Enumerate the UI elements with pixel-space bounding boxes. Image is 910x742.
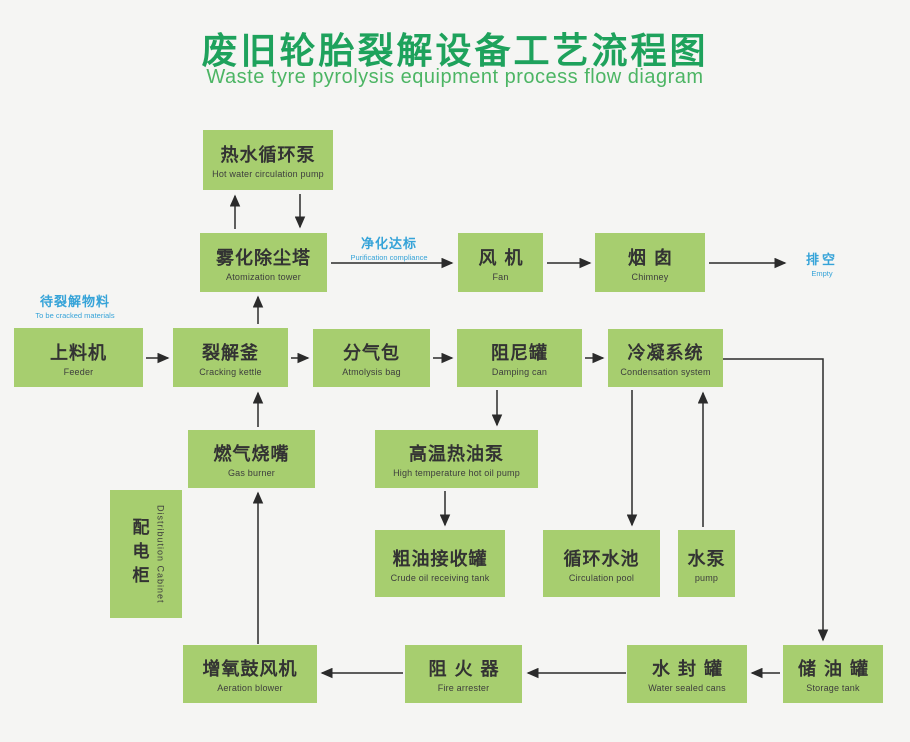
label-empty-vent-en: Empty — [811, 269, 833, 278]
node-atomization-tower: 雾化除尘塔 Atomization tower — [200, 233, 327, 292]
node-storage-tank-label-en: Storage tank — [806, 683, 860, 693]
node-condensation-system: 冷凝系统 Condensation system — [608, 329, 723, 387]
node-circulation-pool: 循环水池 Circulation pool — [543, 530, 660, 597]
node-water-sealed-cans-label-en: Water sealed cans — [648, 683, 726, 693]
node-fan: 风机 Fan — [458, 233, 543, 292]
label-purification-compliance-en: Purification compliance — [350, 253, 428, 262]
node-atmolysis-bag-label-en: Atmolysis bag — [342, 367, 401, 377]
node-distribution-cabinet-label-en: Distribution Cabinet — [155, 504, 166, 604]
node-fan-label-en: Fan — [492, 271, 509, 282]
node-damping-can-label-en: Damping can — [491, 367, 548, 377]
node-chimney-label-en: Chimney — [631, 271, 669, 282]
node-water-sealed-cans-label-zh: 水封罐 — [652, 659, 730, 679]
label-to-be-cracked-materials: 待裂解物料 To be cracked materials — [24, 291, 126, 320]
node-chimney-label-zh: 烟囱 — [628, 247, 680, 268]
node-pump-label-en: pump — [694, 572, 719, 583]
node-atomization-tower-label-zh: 雾化除尘塔 — [216, 247, 311, 268]
node-feeder-label-zh: 上料机 — [50, 342, 107, 363]
label-purification-compliance: 净化达标 Purification compliance — [333, 233, 445, 262]
node-storage-tank-label-zh: 储油罐 — [798, 659, 876, 679]
node-condensation-system-label-en: Condensation system — [620, 367, 711, 377]
node-distribution-cabinet-label-zh: 配电柜 — [129, 518, 149, 590]
node-aeration-blower: 增氧鼓风机 Aeration blower — [183, 645, 317, 703]
label-empty-vent-zh: 排空 — [805, 252, 838, 267]
node-distribution-cabinet: 配电柜 Distribution Cabinet — [110, 490, 182, 618]
node-condensation-system-label-zh: 冷凝系统 — [627, 343, 704, 363]
node-pump: 水泵 pump — [678, 530, 735, 597]
node-atmolysis-bag: 分气包 Atmolysis bag — [313, 329, 430, 387]
node-gas-burner: 燃气烧嘴 Gas burner — [188, 430, 315, 488]
node-hot-water-pump-label-zh: 热水循环泵 — [220, 145, 316, 165]
node-atmolysis-bag-label-zh: 分气包 — [343, 343, 400, 363]
node-fire-arrester-label-en: Fire arrester — [437, 683, 490, 693]
node-circulation-pool-label-zh: 循环水池 — [563, 548, 640, 569]
label-empty-vent: 排空 Empty — [790, 249, 854, 278]
label-to-be-cracked-materials-en: To be cracked materials — [35, 311, 115, 320]
node-damping-can-label-zh: 阻尼罐 — [491, 343, 548, 363]
page-subtitle: Waste tyre pyrolysis equipment process f… — [206, 66, 704, 88]
node-high-temp-oil-pump: 高温热油泵 High temperature hot oil pump — [375, 430, 538, 488]
node-feeder-label-en: Feeder — [63, 366, 94, 377]
node-gas-burner-label-zh: 燃气烧嘴 — [213, 444, 290, 464]
node-chimney: 烟囱 Chimney — [595, 233, 705, 292]
node-high-temp-oil-pump-label-zh: 高温热油泵 — [409, 444, 504, 464]
node-circulation-pool-label-en: Circulation pool — [568, 572, 635, 583]
node-crude-oil-tank: 粗油接收罐 Crude oil receiving tank — [375, 530, 505, 597]
node-hot-water-pump: 热水循环泵 Hot water circulation pump — [203, 130, 333, 190]
node-pump-label-zh: 水泵 — [687, 548, 726, 569]
node-fan-label-zh: 风机 — [478, 247, 531, 268]
node-storage-tank: 储油罐 Storage tank — [783, 645, 883, 703]
node-cracking-kettle-label-zh: 裂解釜 — [202, 342, 259, 363]
label-purification-compliance-zh: 净化达标 — [360, 236, 417, 251]
node-aeration-blower-label-zh: 增氧鼓风机 — [202, 659, 298, 679]
node-hot-water-pump-label-en: Hot water circulation pump — [212, 169, 324, 179]
node-cracking-kettle: 裂解釜 Cracking kettle — [173, 328, 288, 387]
node-aeration-blower-label-en: Aeration blower — [217, 683, 283, 693]
node-water-sealed-cans: 水封罐 Water sealed cans — [627, 645, 747, 703]
node-damping-can: 阻尼罐 Damping can — [457, 329, 582, 387]
node-high-temp-oil-pump-label-en: High temperature hot oil pump — [393, 468, 520, 478]
node-fire-arrester: 阻火器 Fire arrester — [405, 645, 522, 703]
node-cracking-kettle-label-en: Cracking kettle — [199, 366, 262, 377]
node-feeder: 上料机 Feeder — [14, 328, 143, 387]
node-crude-oil-tank-label-en: Crude oil receiving tank — [390, 572, 490, 583]
node-gas-burner-label-en: Gas burner — [227, 468, 276, 478]
label-to-be-cracked-materials-zh: 待裂解物料 — [39, 294, 110, 309]
arrow-condensation-to-storage-tank — [723, 358, 829, 642]
node-crude-oil-tank-label-zh: 粗油接收罐 — [392, 548, 488, 569]
node-atomization-tower-label-en: Atomization tower — [226, 271, 301, 282]
page-title: 废旧轮胎裂解设备工艺流程图 — [201, 30, 709, 71]
node-fire-arrester-label-zh: 阻火器 — [428, 659, 507, 679]
